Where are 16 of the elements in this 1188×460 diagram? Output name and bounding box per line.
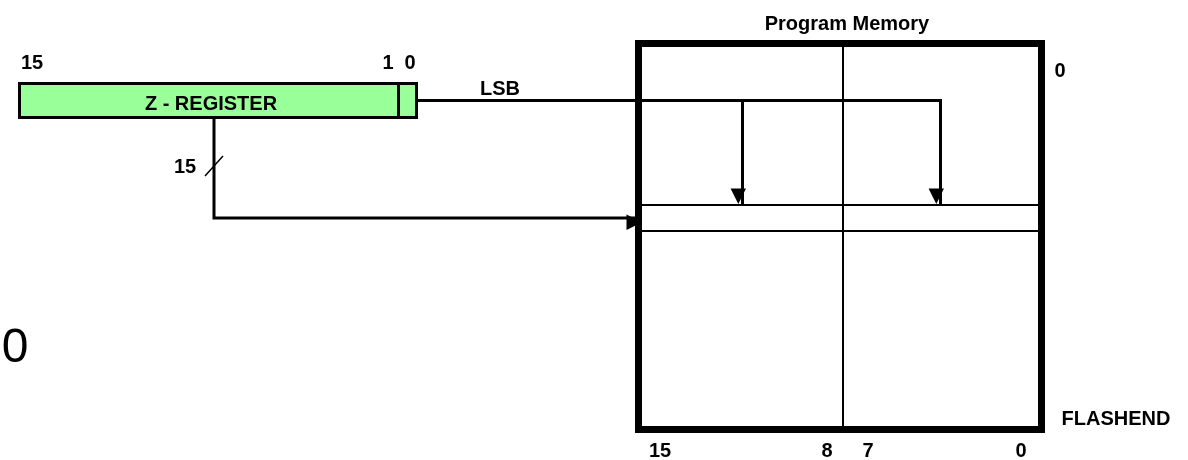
bit-number: 8 bbox=[821, 440, 833, 460]
block-title: Program Memory bbox=[764, 13, 930, 33]
bit-number: 15 bbox=[648, 440, 672, 460]
bit-number: 1 bbox=[382, 52, 394, 72]
side-number: 0 bbox=[1, 322, 29, 370]
memory-cell bbox=[642, 204, 843, 232]
memory-cell bbox=[843, 204, 1038, 232]
bit-number: 7 bbox=[862, 440, 874, 460]
register-label: Z - REGISTER bbox=[144, 93, 278, 113]
bit-number: 0 bbox=[1015, 440, 1027, 460]
address-label: 0 bbox=[1054, 60, 1066, 80]
register-box bbox=[18, 82, 418, 119]
edge-label: 15 bbox=[172, 156, 198, 176]
bit-number: 15 bbox=[20, 52, 44, 72]
address-label: FLASHEND bbox=[1061, 408, 1171, 428]
bit-number: 0 bbox=[404, 52, 416, 72]
